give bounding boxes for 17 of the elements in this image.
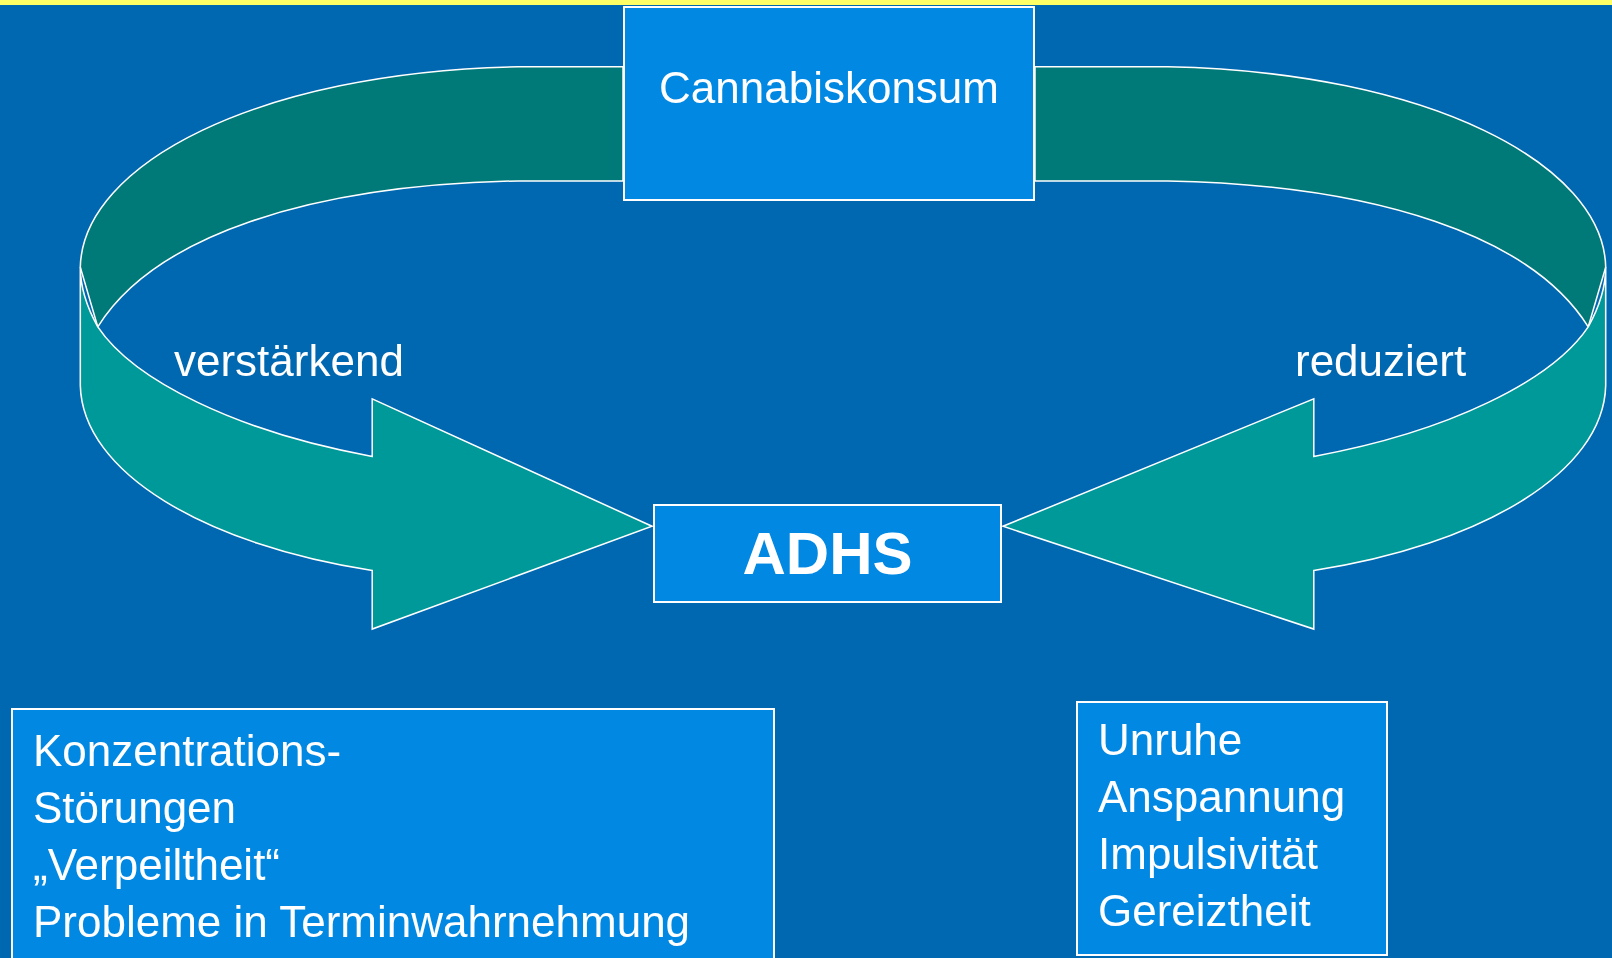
curved-arrow bbox=[1002, 66, 1607, 630]
source-box bbox=[623, 6, 1035, 201]
node-text: Probleme in Terminwahrnehmung bbox=[33, 896, 692, 948]
title-text: ADHS bbox=[742, 518, 913, 589]
node-text: Impulsivität bbox=[1098, 828, 1320, 880]
target-box bbox=[653, 504, 1002, 603]
edge-label: verstärkend bbox=[174, 335, 404, 387]
symptom-box bbox=[1076, 701, 1388, 956]
node-text: Anspannung bbox=[1098, 771, 1347, 823]
symptom-box bbox=[11, 708, 775, 958]
node-text: Konzentrations- Störungen bbox=[33, 725, 343, 834]
node-text: Cannabiskonsum bbox=[659, 61, 999, 114]
curved-arrow bbox=[79, 66, 653, 630]
node-text: „Verpeiltheit“ bbox=[33, 839, 281, 891]
node-text: Unruhe bbox=[1098, 714, 1244, 766]
edge-label: reduziert bbox=[1295, 335, 1467, 387]
node-text: Gereiztheit bbox=[1098, 885, 1312, 937]
